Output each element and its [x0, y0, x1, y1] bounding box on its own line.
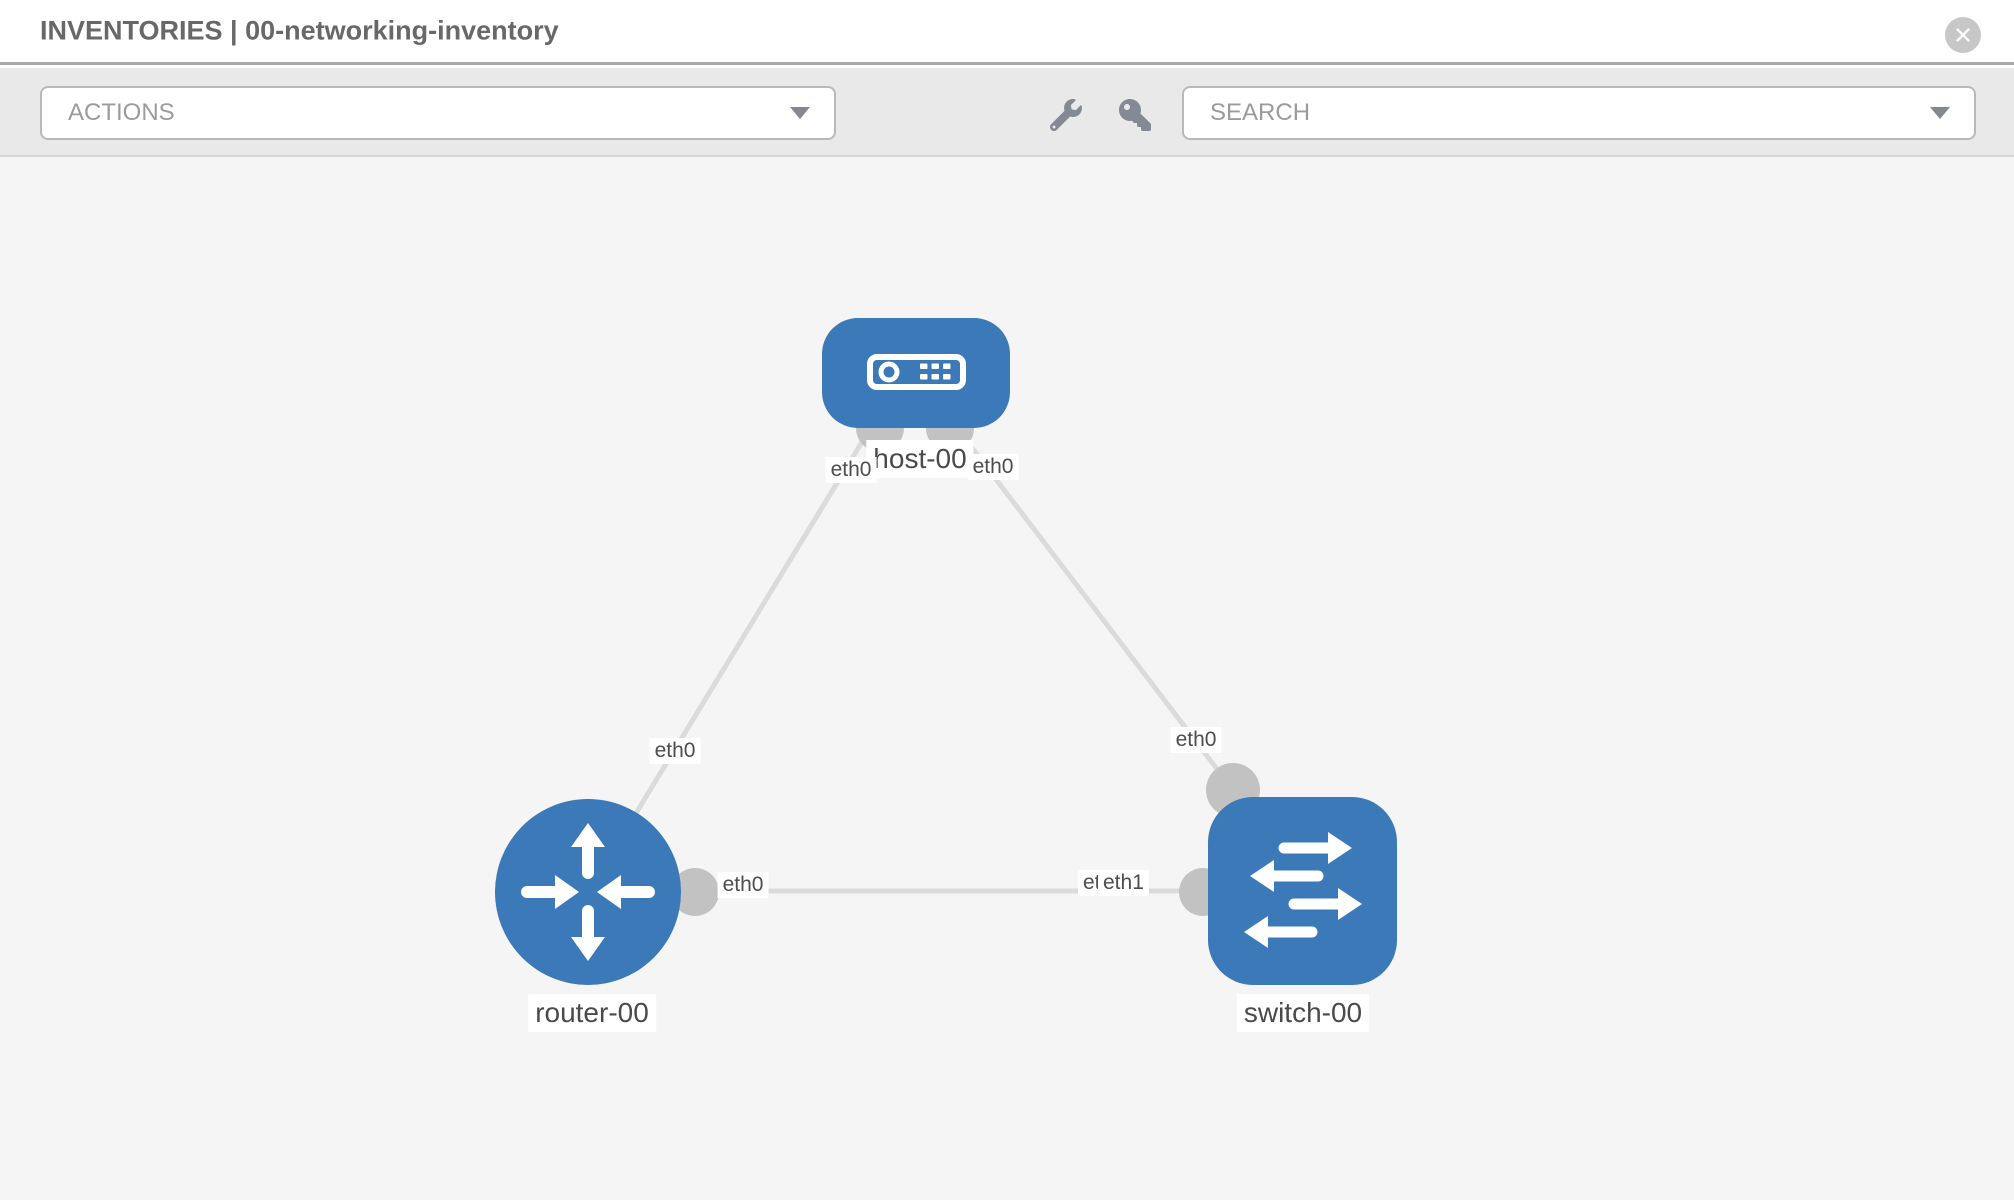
topology-canvas[interactable]: host-00 router-00 switch-00 eth0 eth0 et…	[0, 157, 2014, 1200]
switch-icon	[1244, 832, 1362, 948]
configure-button[interactable]	[1039, 88, 1093, 142]
chevron-down-icon	[1930, 107, 1950, 119]
toolbar: ACTIONS SEARCH	[0, 68, 2014, 157]
interface-label-router-uplink: eth0	[649, 738, 701, 764]
search-dropdown[interactable]: SEARCH	[1182, 86, 1976, 140]
actions-dropdown[interactable]: ACTIONS	[40, 86, 836, 140]
host-icon	[867, 354, 966, 390]
close-button[interactable]	[1945, 17, 1981, 53]
interface-label-host-eth0-left: eth0	[825, 457, 877, 483]
interface-connector	[671, 868, 719, 916]
close-icon	[1955, 27, 1971, 43]
switch-node[interactable]	[1208, 797, 1397, 985]
search-dropdown-label: SEARCH	[1210, 99, 1311, 126]
node-label-switch: switch-00	[1236, 994, 1370, 1032]
interface-label-router-eth0: eth0	[717, 872, 769, 898]
node-label-host: host-00	[866, 440, 974, 478]
interface-label-host-eth0-right: eth0	[967, 454, 1019, 480]
interface-label-switch-eth1: eth1	[1098, 870, 1149, 896]
credentials-button[interactable]	[1108, 88, 1162, 142]
header: INVENTORIES | 00-networking-inventory	[0, 0, 2014, 65]
page-title: INVENTORIES | 00-networking-inventory	[40, 15, 559, 46]
interface-label-switch-uplink: eth0	[1170, 727, 1222, 753]
router-node[interactable]	[495, 799, 681, 985]
host-node[interactable]	[822, 318, 1010, 428]
actions-dropdown-label: ACTIONS	[68, 99, 175, 126]
topology-graph	[495, 318, 1397, 985]
node-label-router: router-00	[528, 994, 656, 1032]
key-icon	[1119, 99, 1151, 131]
chevron-down-icon	[790, 107, 810, 119]
wrench-icon	[1050, 99, 1082, 131]
router-icon	[521, 823, 655, 961]
